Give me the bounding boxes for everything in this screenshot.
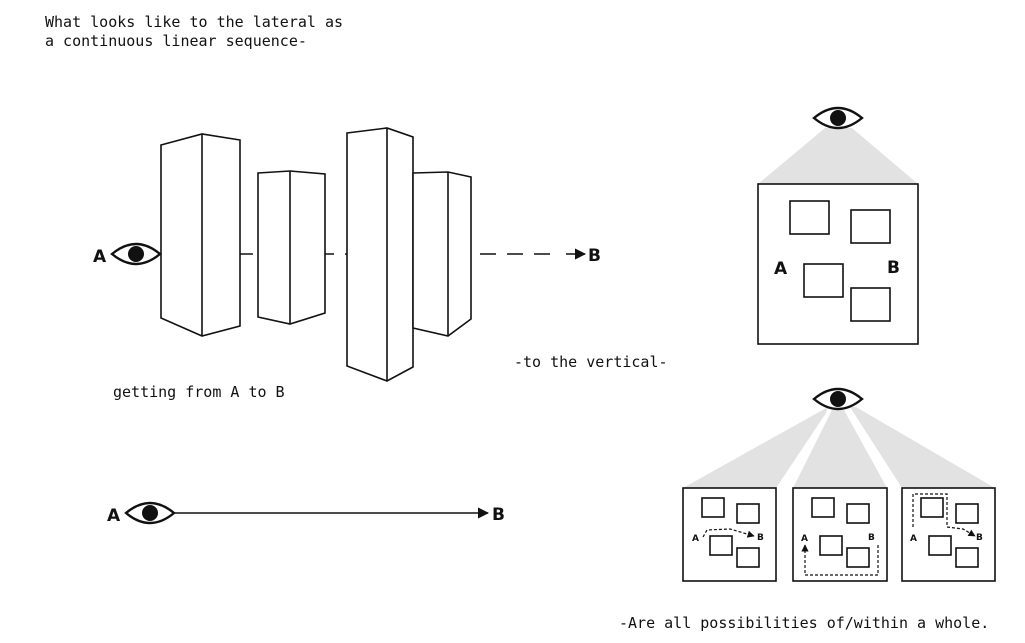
route-path: [801, 544, 879, 576]
label-a: A: [801, 534, 808, 544]
eye-icon: [110, 242, 162, 266]
possibility-panel-2: A B: [792, 487, 888, 582]
prism-2: [257, 170, 326, 325]
caption-lateral-line1: What looks like to the lateral as: [45, 13, 343, 31]
block: [850, 287, 891, 322]
eye-icon: [812, 106, 864, 130]
label-b: B: [868, 533, 875, 543]
straight-path: A B: [107, 501, 505, 526]
label-a: A: [910, 534, 917, 544]
label-a: A: [107, 506, 121, 526]
label-b: B: [887, 258, 900, 278]
caption-journey: getting from A to B: [113, 383, 285, 401]
block: [789, 200, 830, 235]
label-a: A: [692, 534, 699, 544]
caption-vertical: -to the vertical-: [514, 353, 668, 371]
label-b: B: [588, 246, 601, 266]
lateral-view: A B: [93, 127, 601, 382]
possibility-panel-1: A B: [682, 487, 777, 582]
vertical-view: A B: [757, 106, 919, 345]
prism-4: [412, 171, 472, 337]
route-path: [912, 493, 976, 537]
view-cone: [683, 407, 828, 488]
view-cone: [758, 128, 918, 184]
block: [850, 209, 891, 244]
view-cone: [850, 407, 995, 488]
label-a: A: [93, 247, 107, 267]
possibilities-view: A B A B A B: [682, 387, 996, 582]
prism-1: [160, 133, 241, 337]
eye-icon: [812, 387, 864, 411]
label-b: B: [492, 505, 505, 525]
label-a: A: [774, 259, 788, 279]
prism-3: [346, 127, 414, 382]
view-cone: [793, 410, 887, 488]
block: [803, 263, 844, 298]
caption-lateral-line2: a continuous linear sequence-: [45, 32, 307, 50]
possibility-panel-3: A B: [901, 487, 996, 582]
label-b: B: [757, 533, 764, 543]
label-b: B: [976, 533, 983, 543]
caption-whole: -Are all possibilities of/within a whole…: [619, 614, 989, 632]
eye-icon: [124, 501, 176, 525]
